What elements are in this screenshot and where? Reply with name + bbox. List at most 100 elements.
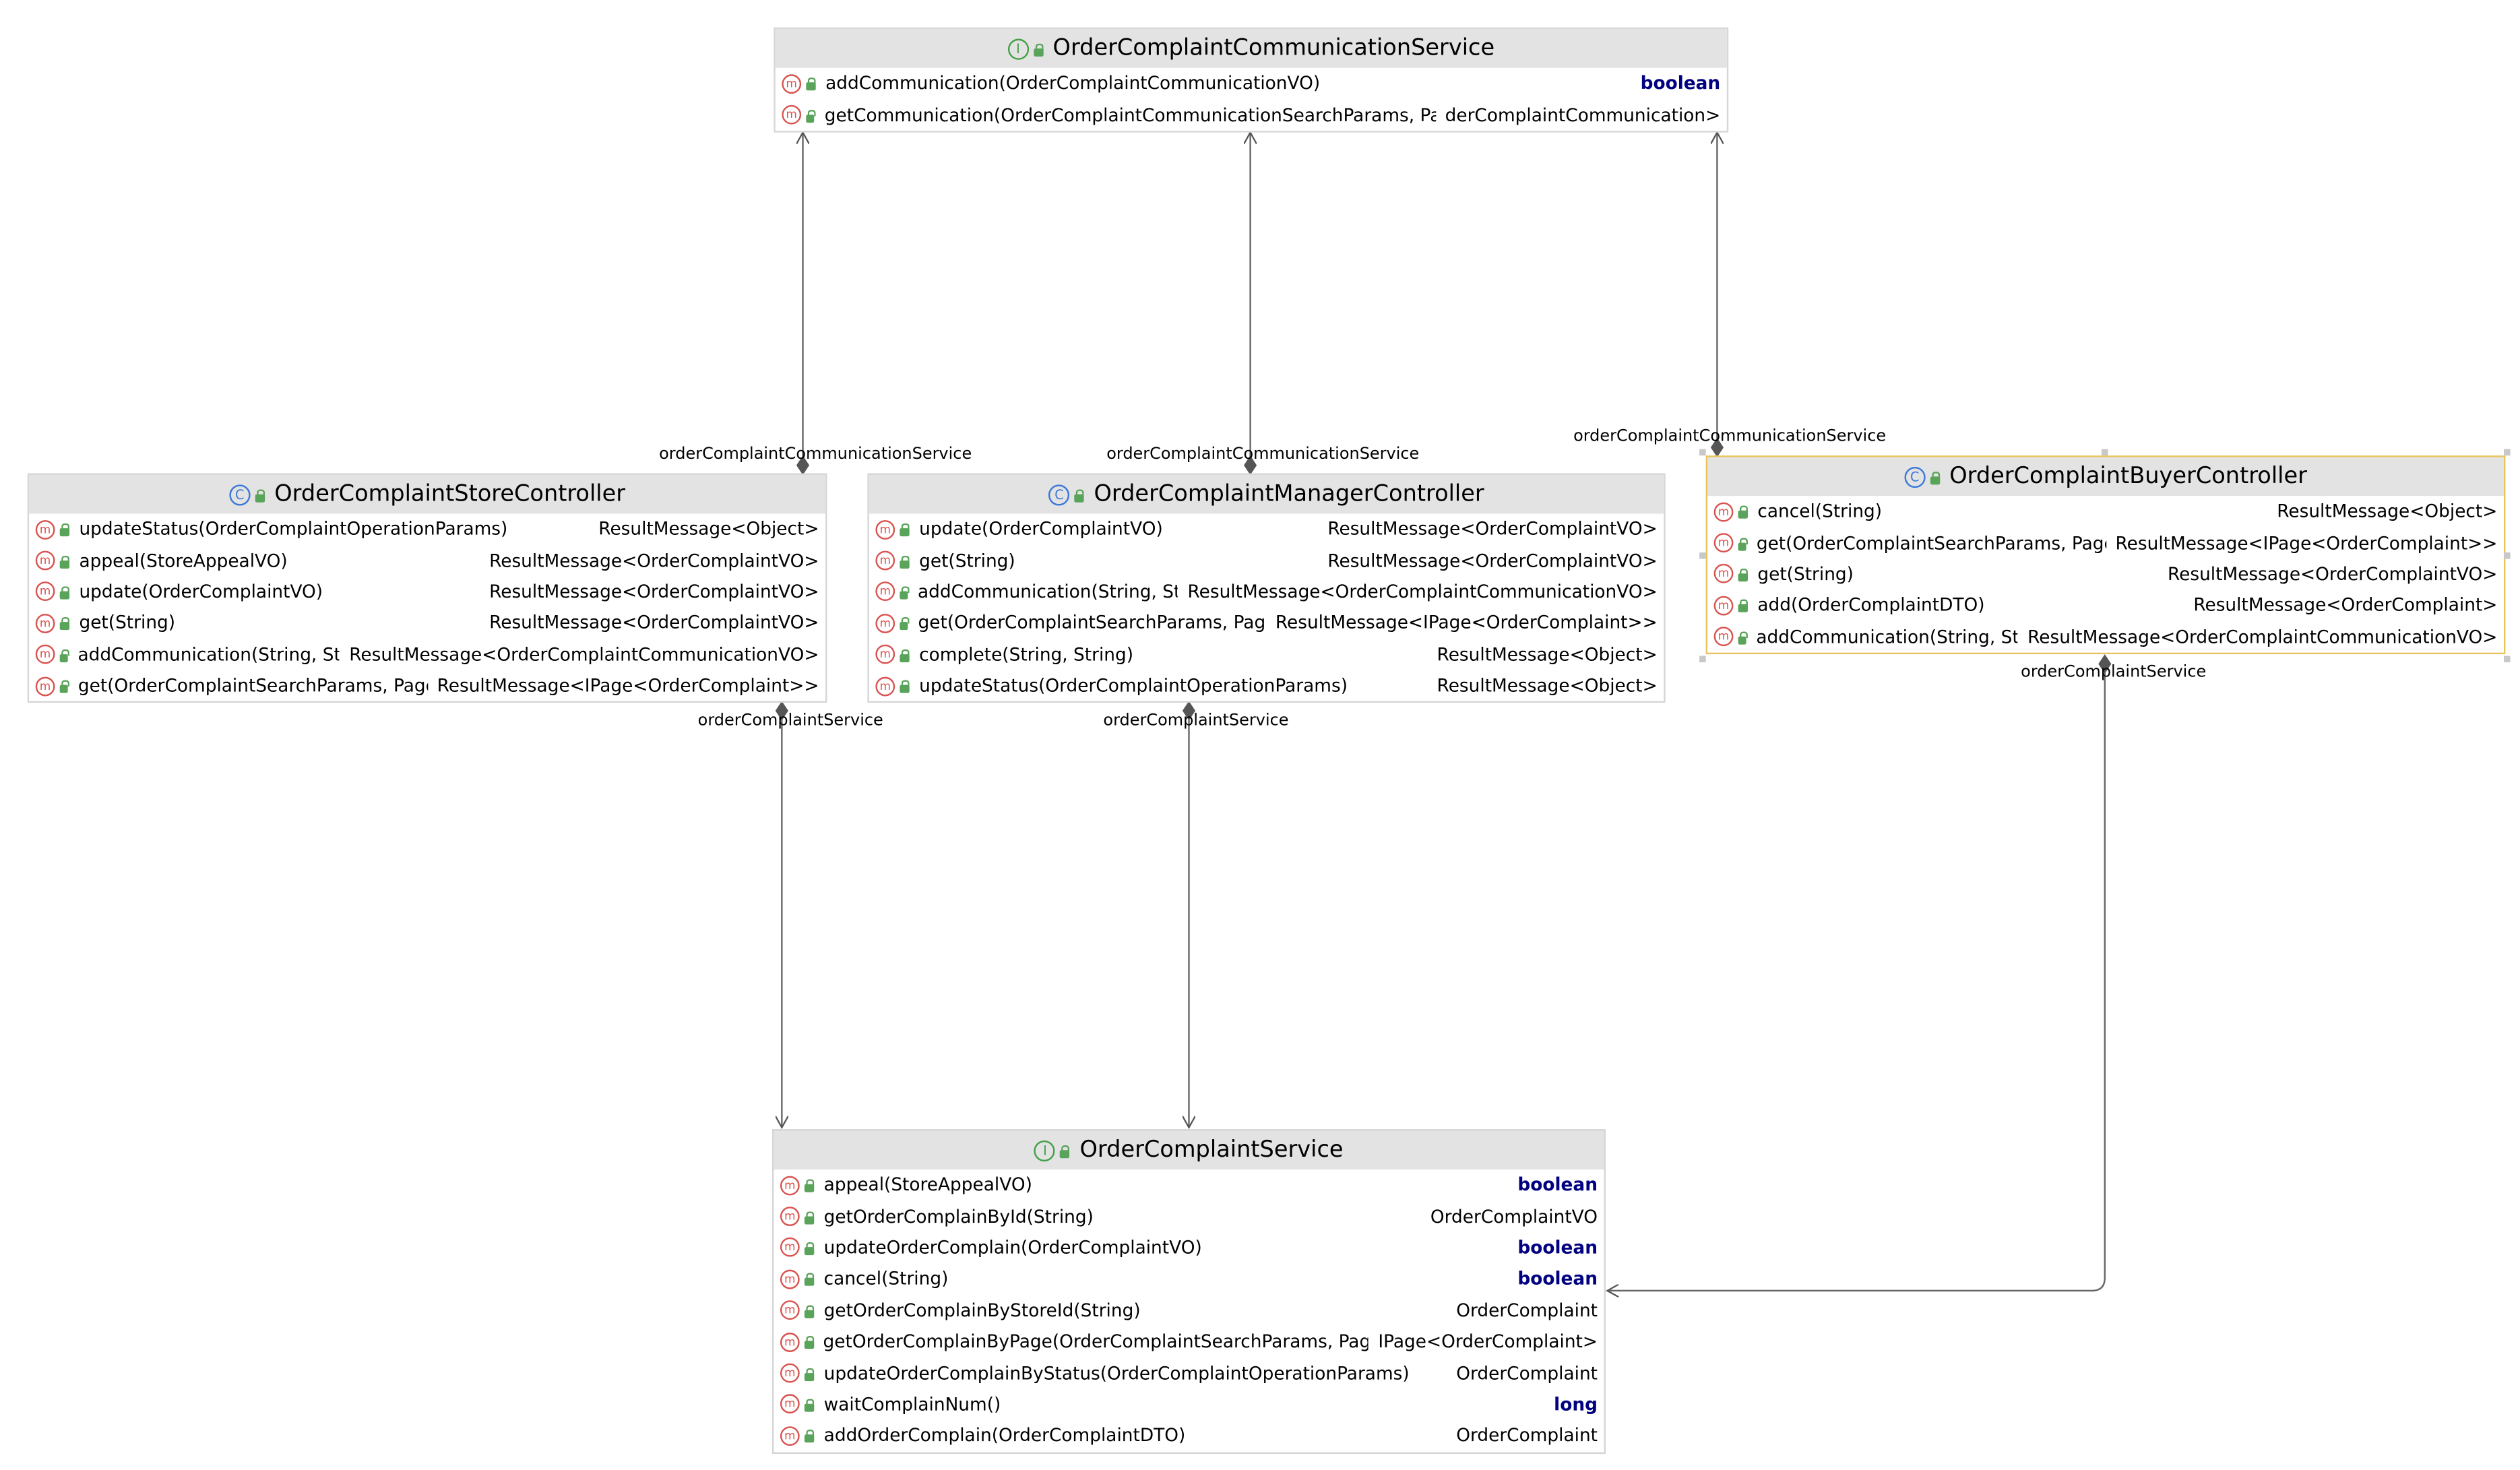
method-icon: m — [1713, 596, 1734, 616]
method-icon: m — [780, 1332, 800, 1352]
class-header[interactable]: C OrderComplaintBuyerController — [1707, 457, 2504, 497]
public-visibility-icon — [804, 1399, 815, 1412]
class-header[interactable]: I OrderComplaintService — [774, 1130, 1604, 1170]
public-visibility-icon — [1033, 42, 1044, 56]
public-visibility-icon — [900, 554, 910, 569]
method-icon: m — [875, 582, 895, 602]
method-signature: getOrderComplainById(String) — [823, 1206, 1094, 1227]
method-signature: updateOrderComplainByStatus(OrderComplai… — [823, 1362, 1410, 1384]
interface-icon: I — [1034, 1139, 1056, 1161]
method-return-type: ResultMessage<OrderComplaintVO> — [1327, 519, 1658, 540]
public-visibility-icon — [804, 1304, 815, 1318]
public-visibility-icon — [1074, 488, 1085, 502]
method-return-type: ResultMessage<IPage<OrderComplaint>> — [437, 675, 819, 697]
public-visibility-icon — [1738, 505, 1748, 519]
class-header[interactable]: I OrderComplaintCommunicationService — [775, 29, 1727, 68]
method-signature: addCommunication(OrderComplaintCommunica… — [825, 73, 1321, 94]
method-return-type: boolean — [1640, 73, 1721, 94]
class-name: OrderComplaintBuyerController — [1949, 464, 2307, 490]
public-visibility-icon — [1060, 1144, 1071, 1158]
method-icon: m — [1713, 627, 1734, 647]
method-signature: updateStatus(OrderComplaintOperationPara… — [919, 675, 1348, 697]
public-visibility-icon — [804, 1336, 814, 1349]
public-visibility-icon — [806, 77, 816, 91]
method-signature: update(OrderComplaintVO) — [919, 519, 1163, 540]
resize-handle-e[interactable] — [2503, 552, 2511, 559]
public-visibility-icon — [804, 1430, 815, 1443]
method-return-type: ResultMessage<IPage<OrderComplaint>> — [1275, 612, 1658, 634]
edge-label-buyer-service: orderComplaintService — [2021, 664, 2207, 682]
public-visibility-icon — [1738, 631, 1749, 645]
method-icon: m — [1713, 501, 1734, 521]
method-signature: get(OrderComplaintSearchParams, PageVO) — [918, 612, 1266, 634]
method-signature: get(String) — [1757, 563, 1854, 585]
public-visibility-icon — [900, 586, 910, 600]
class-header[interactable]: C OrderComplaintStoreController — [29, 474, 826, 514]
resize-handle-sw[interactable] — [1699, 656, 1706, 663]
method-icon: m — [35, 550, 55, 571]
method-icon: m — [780, 1207, 800, 1227]
method-signature: addCommunication(String, String) — [1756, 626, 2017, 647]
method-icon: m — [780, 1363, 800, 1383]
edge-label-buyer-comm: orderComplaintCommunicationService — [1573, 428, 1887, 446]
class-name: OrderComplaintStoreController — [274, 481, 626, 507]
class-icon: C — [1048, 484, 1070, 505]
class-node-communication-service[interactable]: I OrderComplaintCommunicationService m ad… — [774, 27, 1729, 133]
method-signature: add(OrderComplaintDTO) — [1757, 595, 1985, 616]
method-icon: m — [875, 645, 895, 665]
resize-handle-w[interactable] — [1699, 552, 1706, 559]
method-icon: m — [780, 1238, 800, 1258]
method-signature: getOrderComplainByPage(OrderComplaintSea… — [823, 1331, 1369, 1353]
method-list: m addCommunication(OrderComplaintCommunic… — [776, 68, 1727, 131]
resize-handle-ne[interactable] — [2503, 449, 2511, 456]
resize-handle-nw[interactable] — [1699, 449, 1706, 456]
method-return-type: boolean — [1517, 1237, 1598, 1258]
method-row[interactable]: m getOrderComplainByPage(OrderComplaintSe… — [774, 1326, 1604, 1357]
class-icon: C — [1904, 466, 1926, 487]
method-return-type: boolean — [1517, 1174, 1598, 1196]
method-return-type: ResultMessage<OrderComplaintVO> — [489, 550, 819, 571]
public-visibility-icon — [1738, 537, 1749, 550]
public-visibility-icon — [1738, 600, 1748, 613]
method-return-type: ResultMessage<OrderComplaintCommunicatio… — [2027, 626, 2498, 647]
method-row[interactable]: m updateOrderComplainByStatus(OrderCompla… — [774, 1357, 1604, 1388]
method-icon: m — [780, 1395, 800, 1415]
method-row[interactable]: m addCommunication(String, String) ResultM… — [1707, 621, 2504, 652]
resize-handle-se[interactable] — [2503, 656, 2511, 663]
resize-handle-n[interactable] — [2102, 449, 2108, 456]
method-icon: m — [782, 105, 802, 125]
public-visibility-icon — [59, 649, 70, 662]
class-header[interactable]: C OrderComplaintManagerController — [869, 474, 1664, 514]
public-visibility-icon — [804, 1367, 815, 1380]
